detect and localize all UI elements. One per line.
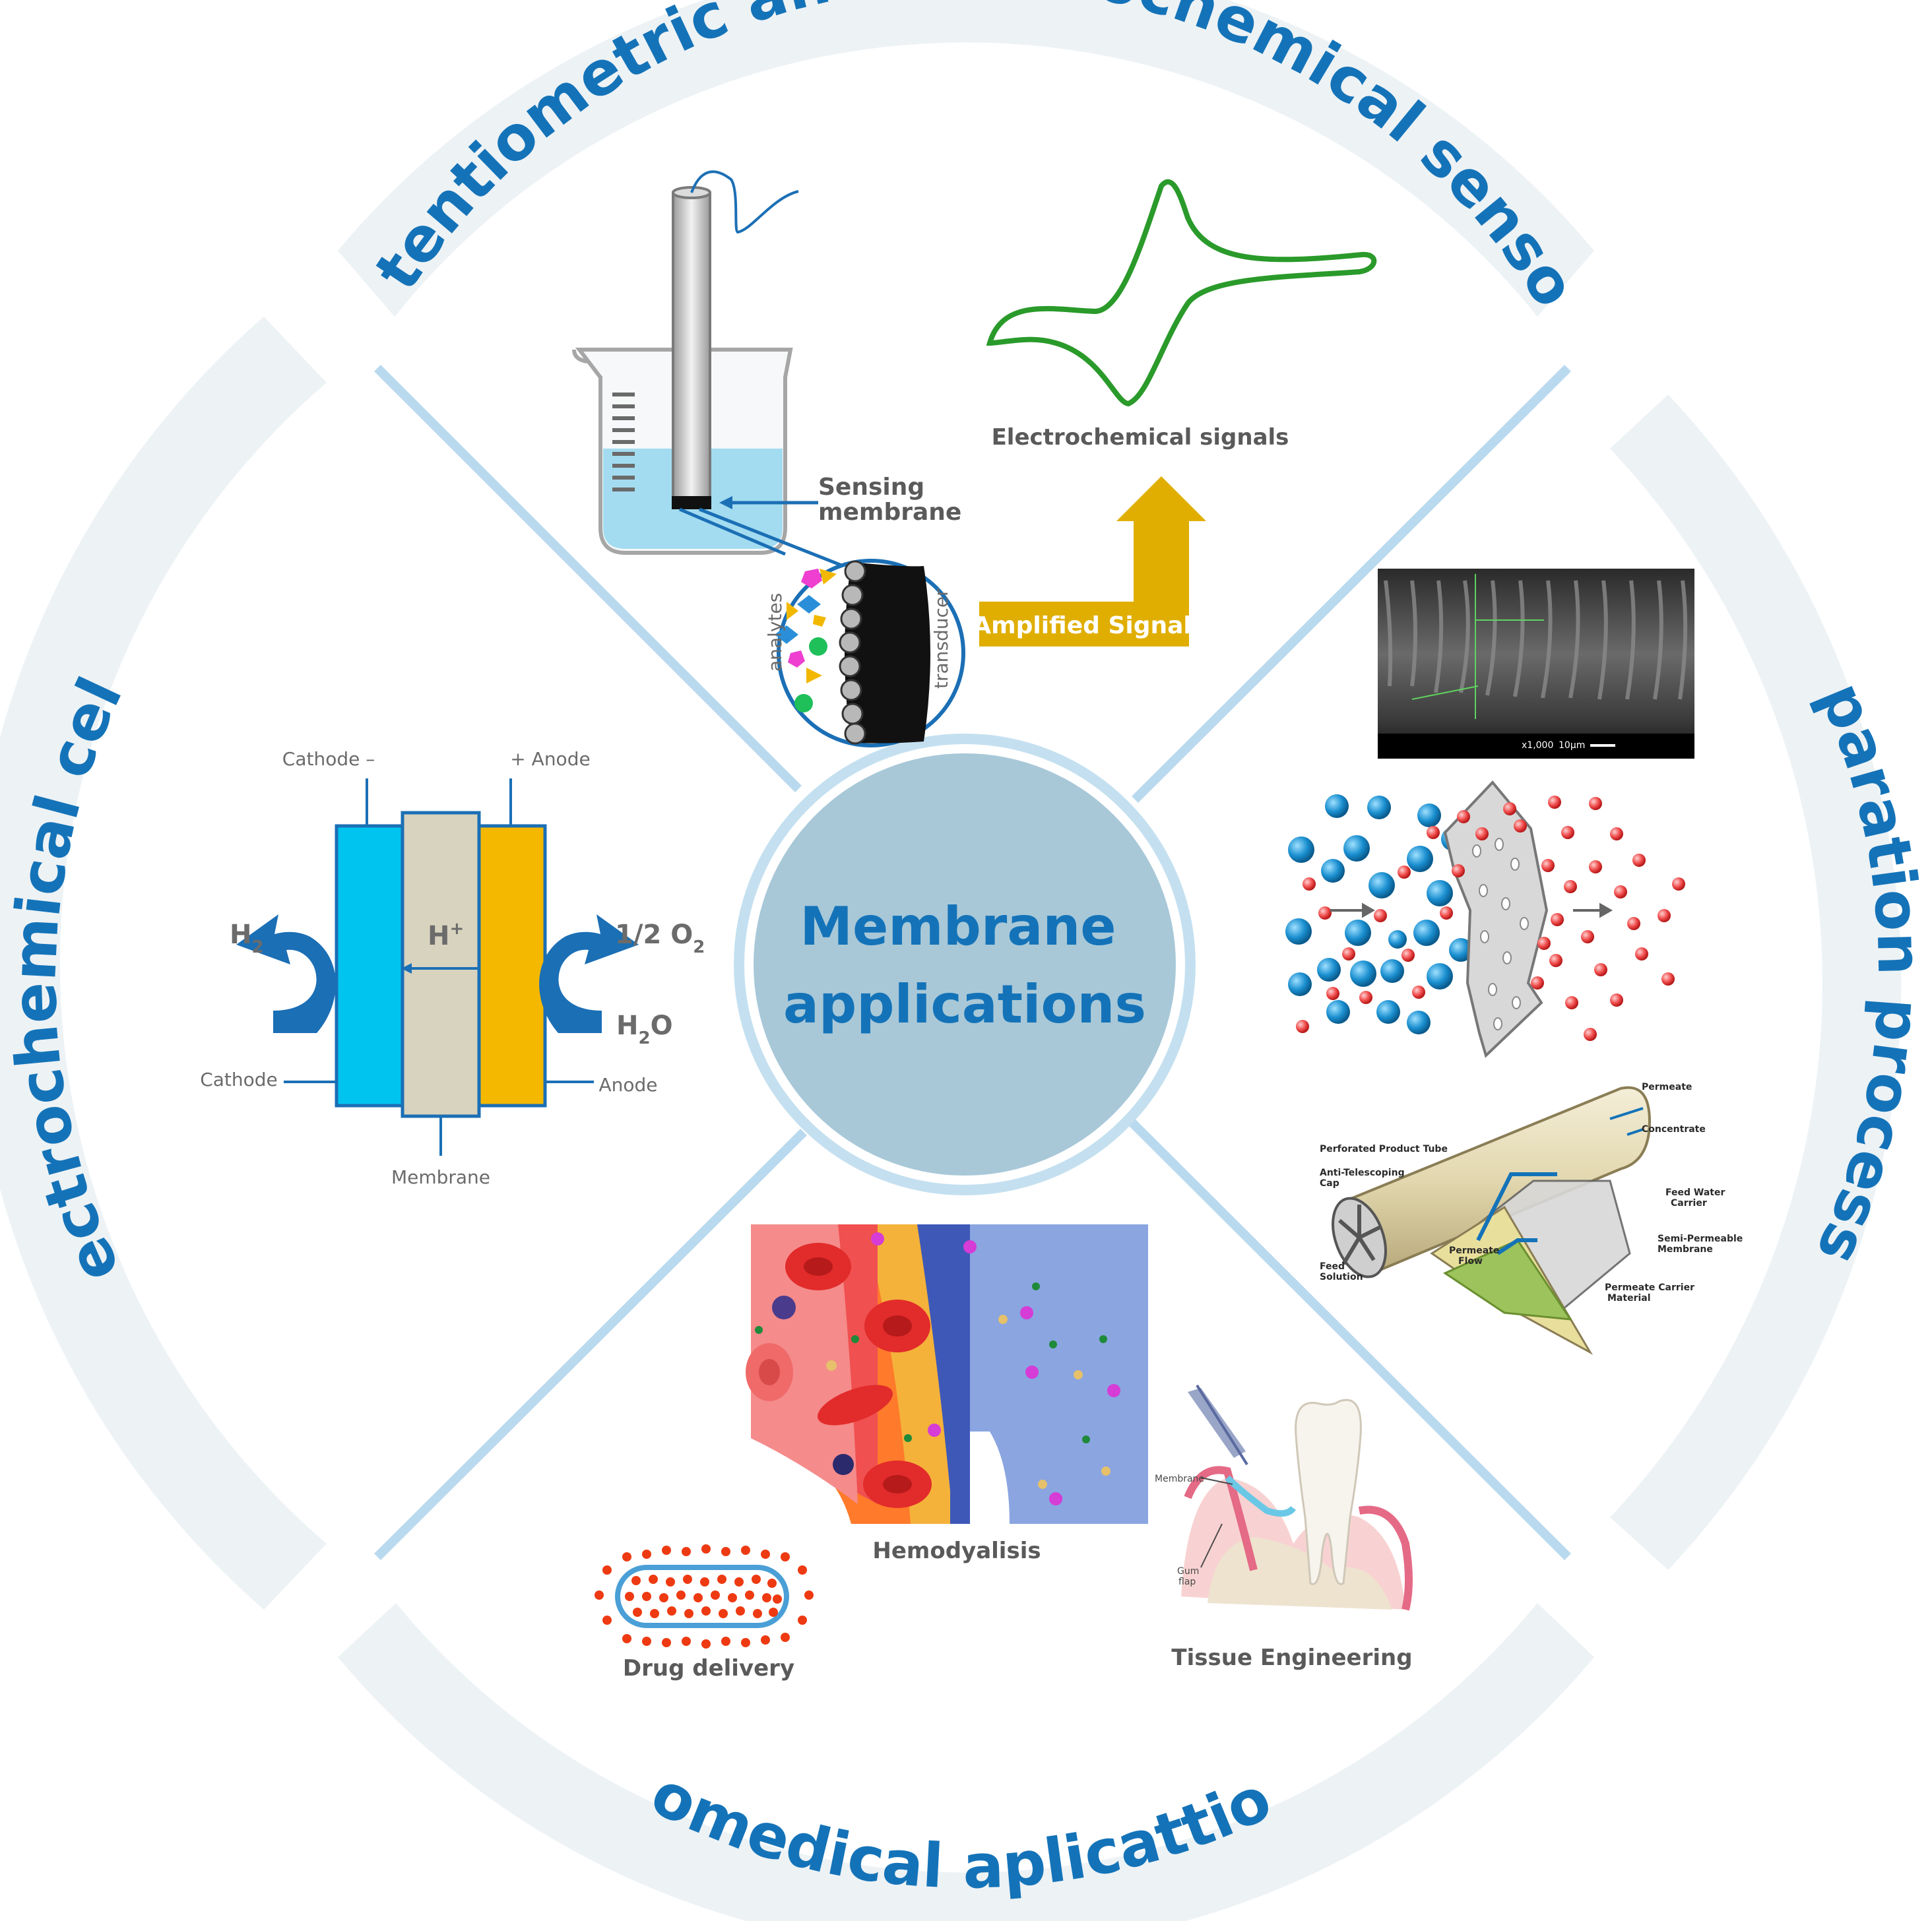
ring-segment-right: [1610, 394, 1902, 1570]
red-particles: [1296, 796, 1685, 1041]
sensor-zoom-circle: analytes transducer: [764, 559, 965, 747]
ro-anti-telescoping-label-line2: Cap: [1320, 1178, 1339, 1189]
electrochemical-cell: Cathode – + Anode Cathode Anode Membrane…: [200, 748, 705, 1188]
electrode-tube: [672, 191, 711, 505]
amplified-signal-label: Amplified Signal: [973, 612, 1192, 639]
analyte-shapes: [775, 569, 837, 712]
electrode-wire: [690, 170, 799, 234]
sensor-illustration: Sensing membrane: [572, 170, 1377, 747]
amplified-signal-arrow: Amplified Signal: [973, 476, 1206, 646]
h-plus-label: H+: [428, 919, 464, 951]
sem-micrograph: x1,000 10µm: [1378, 569, 1694, 759]
ring-segment-bottom: [338, 1603, 1594, 1921]
tooth-crown: [1295, 1399, 1362, 1585]
ro-carrier-label-line1: Permeate Carrier: [1605, 1282, 1694, 1293]
divider-top-left: [374, 365, 802, 792]
o2-label: 1/2 O2: [615, 920, 705, 957]
cathode-electrode: [335, 824, 404, 1108]
ro-permeate-flow-label-line2: Flow: [1458, 1256, 1483, 1267]
anode-curved-arrow: [539, 914, 639, 1033]
sensing-membrane-label-line1: Sensing: [818, 474, 924, 501]
center-circle: [754, 753, 1176, 1176]
ro-feed-solution-label-line1: Feed: [1320, 1261, 1345, 1272]
divider-bottom-right: [1128, 1118, 1571, 1560]
membrane-bottom-label: Membrane: [391, 1166, 490, 1188]
divider-bottom-left: [374, 1129, 807, 1560]
blue-particles: [1285, 794, 1473, 1034]
electrochemical-signals-label: Electrochemical signals: [992, 424, 1289, 451]
center-title-line1: Membrane: [800, 896, 1116, 957]
ro-feed-solution-label-line2: Solution: [1320, 1272, 1363, 1282]
ro-permeate-label: Permeate: [1642, 1082, 1692, 1092]
tissue-engineering-illustration: Membrane Gum flap Tissue Engineering: [1155, 1384, 1413, 1671]
ring-segment-left: [0, 317, 327, 1610]
ro-anti-telescoping-label-line1: Anti-Telescoping: [1320, 1168, 1405, 1178]
ro-feed-water-label-line1: Feed Water: [1665, 1187, 1725, 1198]
tooth-membrane-label: Membrane: [1155, 1474, 1204, 1484]
sensing-membrane-tip: [672, 496, 711, 509]
solute-particles: [755, 1232, 1120, 1505]
anode-top-label: + Anode: [510, 748, 590, 770]
ro-semi-permeable-label-line1: Semi-Permeable: [1658, 1234, 1743, 1244]
cathode-curved-arrow: [236, 914, 336, 1033]
ro-permeate-flow-label-line1: Permeate: [1449, 1245, 1499, 1256]
center-title-line2: applications: [783, 974, 1146, 1035]
dental-membrane: [1225, 1475, 1297, 1517]
drug-delivery-label: Drug delivery: [623, 1655, 794, 1682]
ro-feed-water-label-line2: Carrier: [1671, 1198, 1707, 1209]
tissue-engineering-label: Tissue Engineering: [1171, 1645, 1412, 1671]
biomedical-illustrations: Hemodyalisis: [595, 1224, 1413, 1682]
sem-scale-label: x1,000: [1522, 740, 1553, 751]
drug-delivery-illustration: Drug delivery: [595, 1544, 814, 1682]
hemodialysis-illustration: Hemodyalisis: [746, 1224, 1148, 1564]
beaker-graduations: [612, 393, 635, 491]
separation-illustrations: x1,000 10µm: [1285, 569, 1743, 1355]
membrane-pores: [1472, 838, 1529, 1030]
cathode-bottom-label: Cathode: [200, 1069, 278, 1090]
hemodyalisis-label: Hemodyalisis: [872, 1538, 1041, 1564]
ro-carrier-label-line2: Material: [1607, 1293, 1651, 1304]
h2-label: H2: [230, 920, 264, 957]
porous-membrane-sheet: [1443, 780, 1549, 1058]
spiral-wound-module: Permeate Concentrate Perforated Product …: [1320, 1082, 1743, 1355]
cathode-top-label: Cathode –: [282, 748, 375, 770]
ro-perforated-label: Perforated Product Tube: [1320, 1144, 1448, 1154]
ring-segment-top: [338, 0, 1594, 317]
ro-concentrate-label: Concentrate: [1642, 1124, 1706, 1135]
anode-bottom-label: Anode: [598, 1074, 657, 1096]
analytes-label: analytes: [764, 593, 786, 672]
cv-curve: [986, 179, 1377, 407]
anode-electrode: [477, 824, 547, 1108]
sensing-membrane-label-line2: membrane: [818, 499, 961, 526]
divider-top-right: [1132, 365, 1571, 803]
sem-bar-label: 10µm: [1559, 740, 1585, 751]
gum-flap-label-line1: Gum: [1177, 1566, 1199, 1577]
red-blood-cells: [746, 1243, 932, 1508]
ro-semi-permeable-label-line2: Membrane: [1658, 1244, 1713, 1255]
quadrant-dividers: [374, 365, 1571, 1560]
drug-particles: [595, 1544, 814, 1649]
transducer-label: transducer: [930, 588, 952, 689]
filtration-membrane: [1285, 780, 1685, 1058]
center-hub: Membrane applications: [734, 734, 1196, 1195]
h2o-label: H2O: [616, 1011, 673, 1048]
membrane-layer: [401, 811, 481, 1118]
gum-flap-label-line2: flap: [1178, 1577, 1196, 1587]
